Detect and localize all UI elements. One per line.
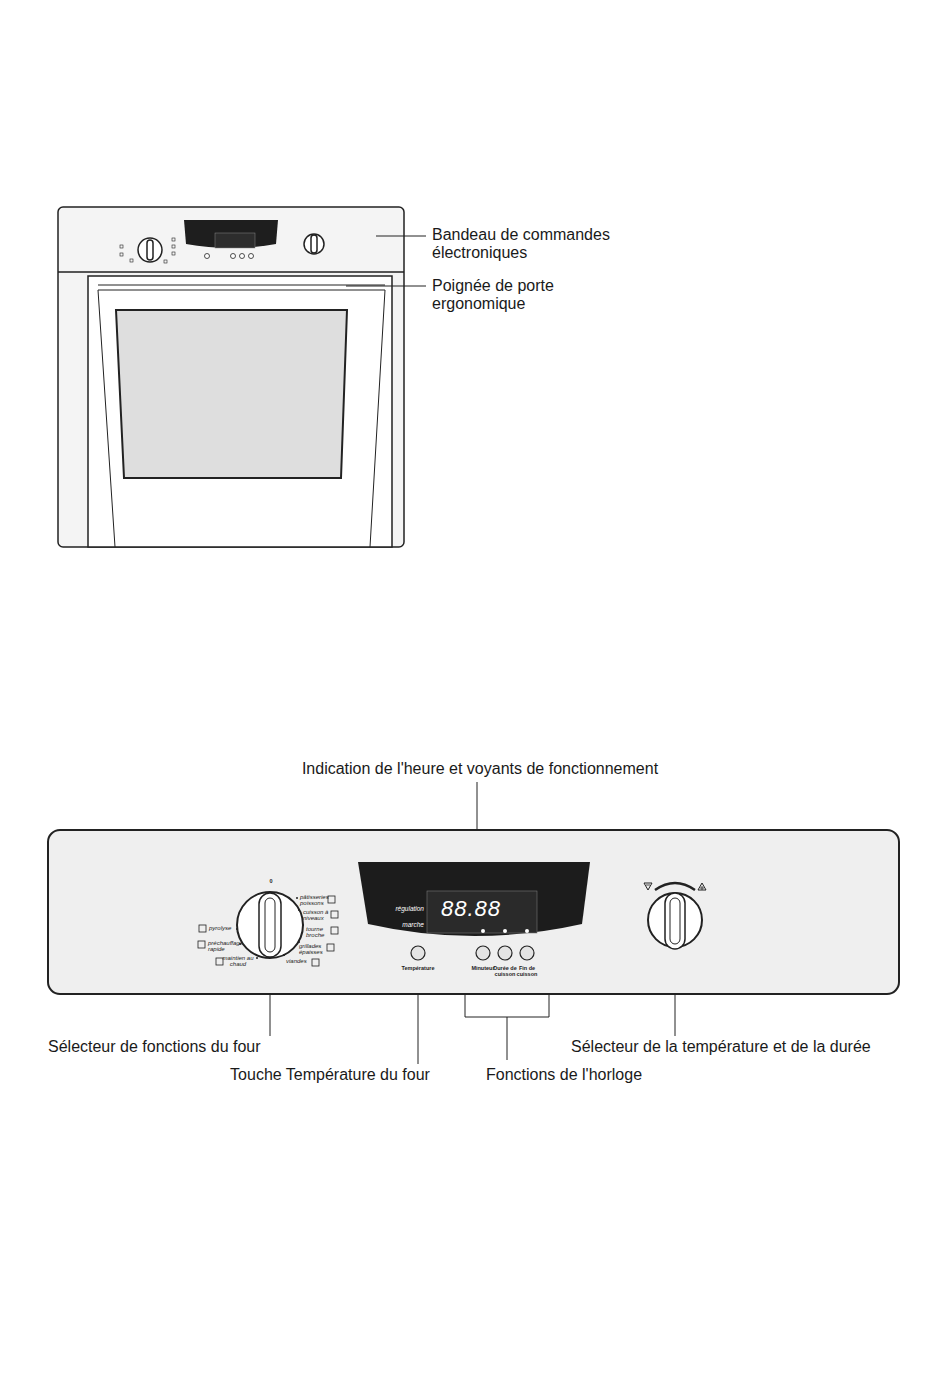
function-label: cuisson à niveaux: [303, 909, 333, 922]
oven-front: [58, 207, 404, 547]
control-panel: [48, 830, 899, 994]
function-label: viandes: [286, 958, 312, 964]
function-label: tourne broche: [306, 926, 334, 939]
function-label: pyrolyse: [209, 925, 239, 931]
indicator-label: marche: [370, 922, 424, 929]
dial-zero: 0: [266, 879, 276, 885]
control-panel: 0 pâtisseries poissons cuisson à niveaux to…: [48, 830, 899, 994]
callout-label: Poignée de porte ergonomique: [432, 277, 632, 313]
button-label: Fin de cuisson: [514, 966, 540, 978]
callout-label: Touche Température du four: [200, 1066, 460, 1084]
clock-digits: 88.88: [441, 897, 531, 920]
function-label: préchauffage rapide: [208, 940, 244, 953]
callout-label: Indication de l'heure et voyants de fonc…: [250, 760, 710, 778]
callout-label: Sélecteur de fonctions du four: [48, 1038, 308, 1056]
indicator-label: régulation: [370, 906, 424, 913]
callout-label: Fonctions de l'horloge: [486, 1066, 686, 1084]
callout-label: Bandeau de commandes électroniques: [432, 226, 637, 262]
function-label: pâtisseries poissons: [300, 894, 330, 907]
lcd-screen: 88.88: [427, 891, 537, 933]
button-label: Température: [392, 966, 444, 972]
display-bezel: régulation marche 88.88: [358, 862, 590, 937]
function-label: maintien au chaud: [222, 955, 254, 968]
function-label: grillades épaisses: [299, 943, 329, 956]
callout-label: Sélecteur de la température et de la dur…: [571, 1038, 911, 1056]
button-label: Durée de cuisson: [492, 966, 518, 978]
